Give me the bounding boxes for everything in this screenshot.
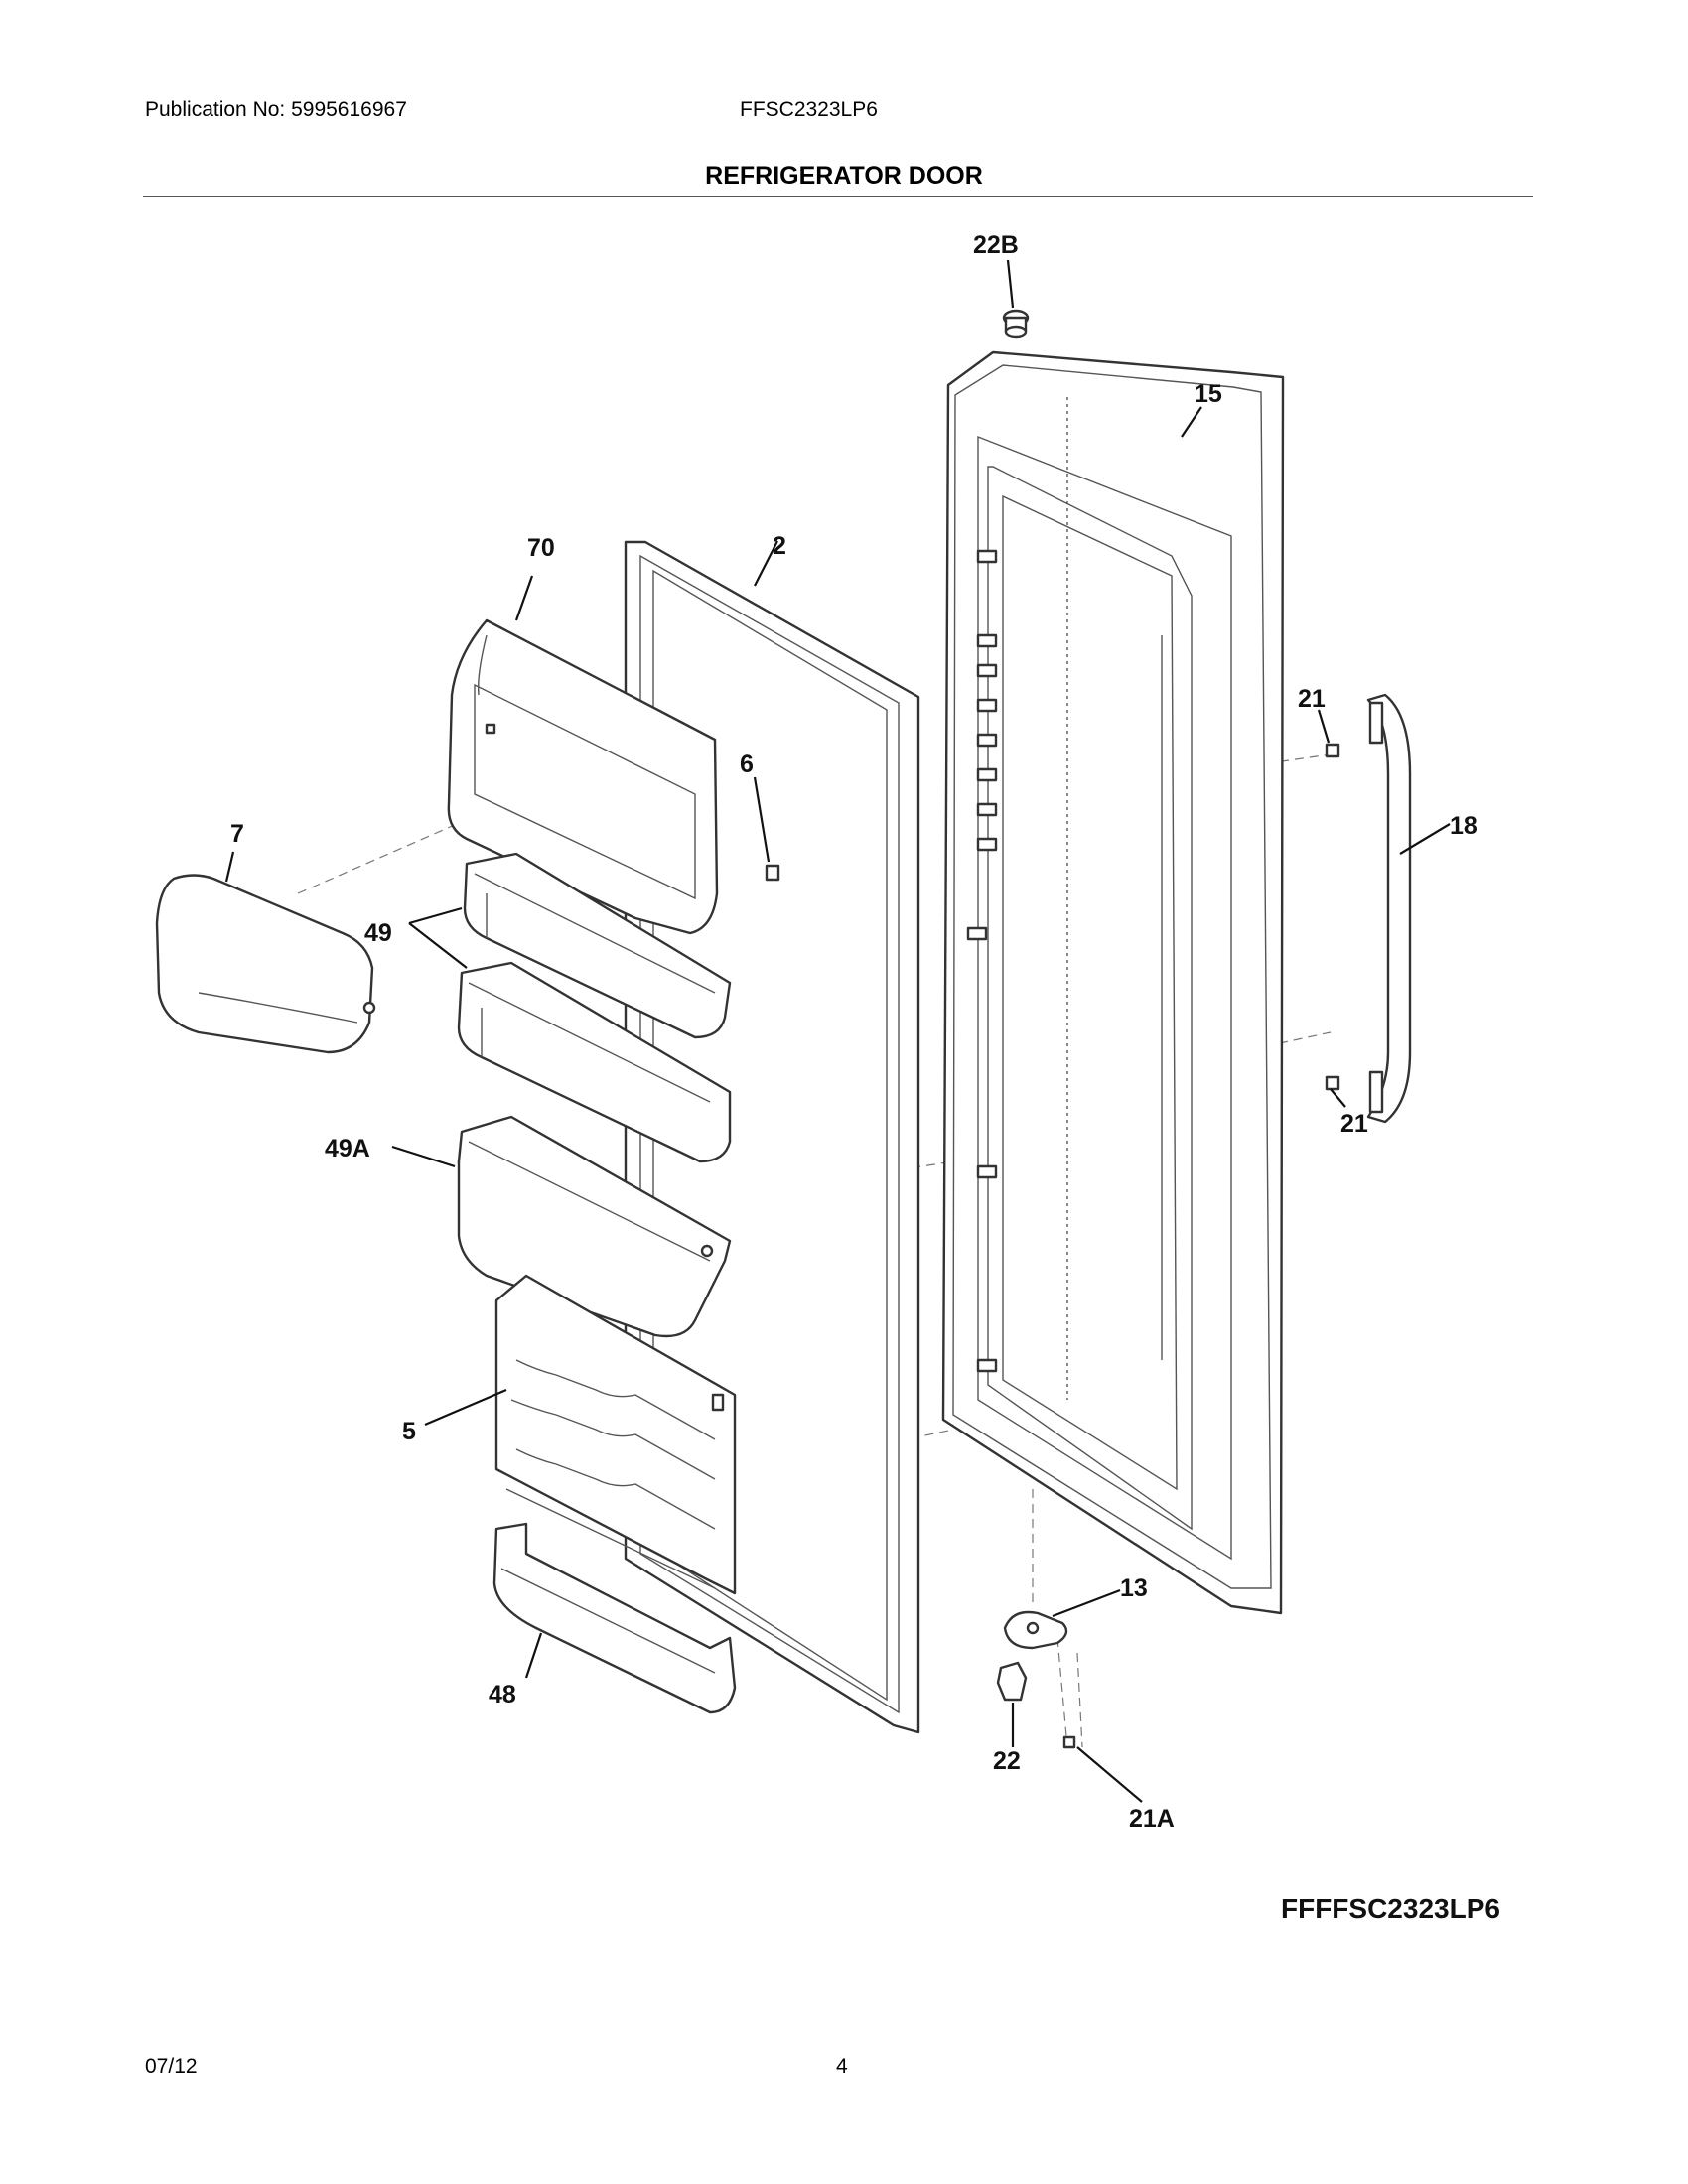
- page-title: REFRIGERATOR DOOR: [705, 162, 983, 190]
- callout-21-bottom: 21: [1340, 1110, 1368, 1138]
- can-rack-part: [494, 1274, 737, 1595]
- callout-21-top: 21: [1298, 685, 1326, 713]
- page-number: 4: [836, 2055, 848, 2078]
- leader-lines: [224, 259, 1451, 1803]
- callout-48: 48: [489, 1681, 516, 1708]
- callout-5: 5: [402, 1418, 416, 1445]
- callout-15: 15: [1195, 380, 1222, 408]
- door-handle-part: [1366, 693, 1412, 1124]
- top-hinge-bushing-part: [1002, 309, 1030, 339]
- callout-18: 18: [1450, 812, 1477, 840]
- callout-13: 13: [1120, 1574, 1148, 1602]
- footer-date: 07/12: [145, 2055, 198, 2078]
- bottom-door-bin-part: [492, 1522, 737, 1714]
- door-bin-upper-part: [463, 852, 732, 1039]
- callout-labels: 22B 15 70 2 6 7 49 49A 21 18 21 5 13 48 …: [230, 231, 1477, 1833]
- shelf-retainers: [966, 549, 998, 1373]
- handle-screw-top-part: [1325, 743, 1340, 758]
- callout-22: 22: [993, 1747, 1021, 1775]
- dairy-cover-part: [155, 874, 376, 1054]
- callout-70: 70: [527, 534, 555, 562]
- bottom-hinge-part: [1003, 1610, 1068, 1650]
- model-number: FFSC2323LP6: [740, 98, 878, 121]
- callout-49A: 49A: [325, 1135, 370, 1162]
- bottom-hinge-bushing-part: [996, 1661, 1028, 1702]
- callout-49: 49: [364, 919, 392, 947]
- callout-21A: 21A: [1129, 1805, 1175, 1833]
- screw-part: [765, 864, 780, 882]
- refrigerator-door-part: [941, 350, 1285, 1615]
- handle-screw-bottom-part: [1325, 1075, 1340, 1091]
- hinge-screw-part: [1062, 1735, 1076, 1749]
- header-rule: [143, 196, 1533, 197]
- door-bin-lower-part: [457, 961, 732, 1163]
- figure-code: FFFFSC2323LP6: [1281, 1893, 1500, 1924]
- callout-7: 7: [230, 820, 244, 848]
- publication-number: Publication No: 5995616967: [145, 98, 407, 121]
- callout-6: 6: [740, 751, 754, 778]
- callout-2: 2: [773, 532, 786, 560]
- callout-22B: 22B: [973, 231, 1019, 259]
